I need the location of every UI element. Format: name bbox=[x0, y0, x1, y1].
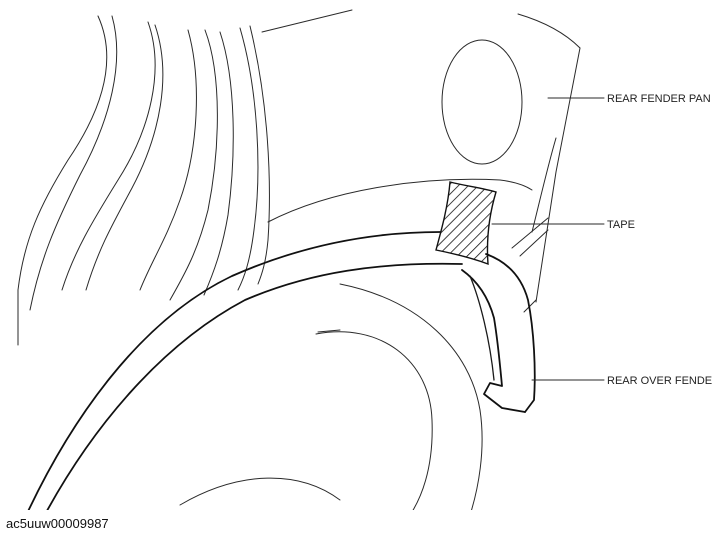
panel-opening bbox=[441, 39, 523, 165]
fender-diagram: REAR FENDER PAN TAPE REAR OVER FENDE bbox=[17, 9, 712, 510]
label-rear-fender-panel: REAR FENDER PAN bbox=[607, 93, 711, 105]
wheel-arch-lines bbox=[179, 283, 483, 510]
body-contour-lines bbox=[17, 9, 353, 346]
figure-id-caption: ac5uuw00009987 bbox=[6, 516, 109, 531]
rear-fender-panel bbox=[267, 13, 581, 313]
label-rear-over-fender: REAR OVER FENDE bbox=[607, 375, 712, 387]
tape-patch bbox=[435, 181, 497, 266]
leader-lines bbox=[491, 97, 605, 381]
label-tape: TAPE bbox=[607, 219, 635, 231]
rear-over-fender bbox=[27, 231, 536, 510]
